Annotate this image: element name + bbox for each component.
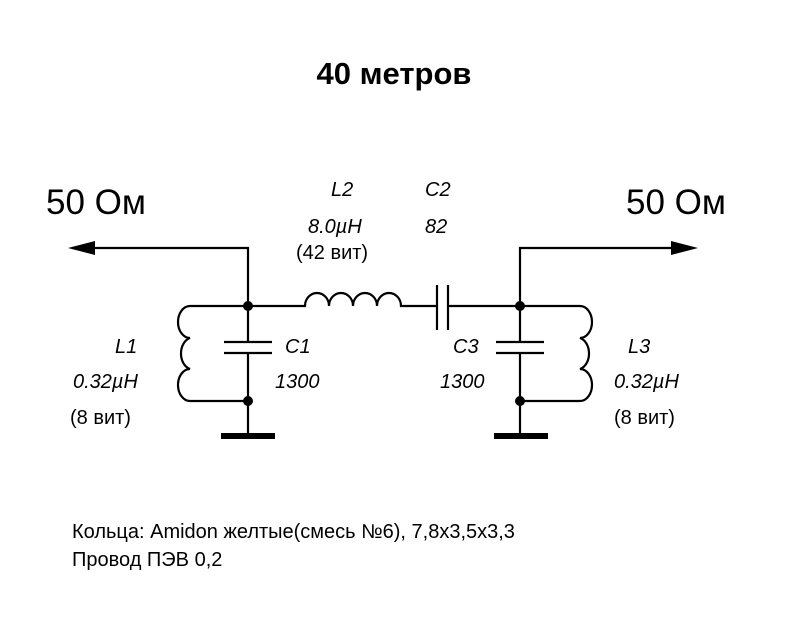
right-ground-icon — [494, 433, 548, 439]
node-dot — [515, 396, 525, 406]
l1-turns: (8 вит) — [70, 407, 131, 429]
left-port-label: 50 Ом — [46, 183, 146, 222]
l2-value: 8.0µH — [308, 216, 362, 238]
l2-inductor-symbol — [248, 291, 437, 308]
diagram-title: 40 метров — [317, 56, 472, 91]
c1-value: 1300 — [275, 371, 320, 393]
l2-turns: (42 вит) — [296, 242, 368, 264]
c2-value: 82 — [425, 216, 447, 238]
note-line: Кольца: Amidon желтые(смесь №6), 7,8x3,5… — [72, 521, 515, 543]
c3-value: 1300 — [440, 371, 485, 393]
l2-name: L2 — [331, 179, 353, 201]
right-port-label: 50 Ом — [626, 183, 726, 222]
l1-inductor-symbol — [176, 304, 248, 403]
l3-turns: (8 вит) — [614, 407, 675, 429]
c3-name: C3 — [453, 336, 479, 358]
l3-value: 0.32µH — [614, 371, 679, 393]
c3-capacitor-symbol — [496, 306, 544, 436]
l3-inductor-symbol — [520, 304, 594, 403]
c1-capacitor-symbol — [224, 306, 272, 436]
l3-name: L3 — [628, 336, 650, 358]
node-dot — [515, 301, 525, 311]
c1-name: C1 — [285, 336, 311, 358]
left-ground-icon — [221, 433, 275, 439]
l1-value: 0.32µH — [73, 371, 138, 393]
node-dot — [243, 396, 253, 406]
note-line: Провод ПЭВ 0,2 — [72, 549, 222, 571]
left-port-arrow-icon — [68, 241, 250, 306]
right-port-arrow-icon — [518, 241, 698, 306]
c2-name: C2 — [425, 179, 451, 201]
c2-capacitor-symbol — [435, 285, 520, 330]
l1-name: L1 — [115, 336, 137, 358]
